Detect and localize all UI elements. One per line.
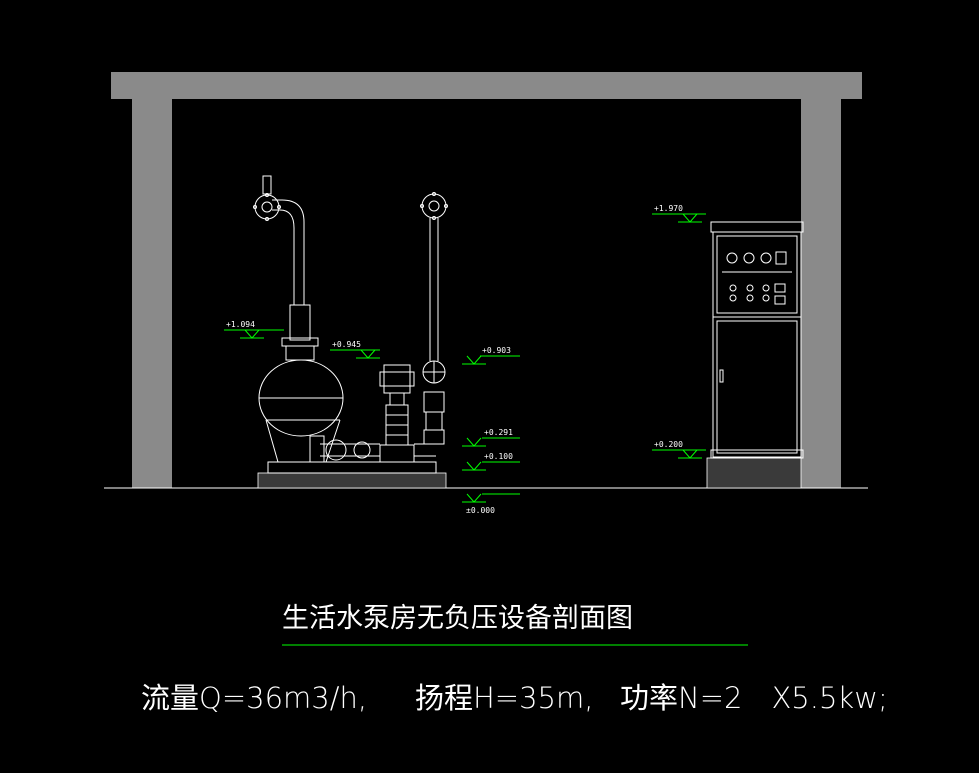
pump-assembly (309, 192, 448, 463)
elevation-cabinet-top: +1.970 (652, 204, 706, 223)
foundation-pads (257, 457, 802, 489)
pump-foundation (257, 472, 447, 489)
right-column (801, 99, 841, 488)
elevation-tank-top: +1.094 (224, 320, 284, 339)
suction-valve (325, 439, 347, 461)
elevation-label: +0.945 (332, 340, 361, 349)
elevation-label: +0.200 (654, 440, 683, 449)
elevation-cabinet-base: +0.200 (652, 440, 706, 459)
spec-flow: 流量Q=36m3/h, (141, 681, 367, 715)
spec-head: 扬程H=35m, (415, 681, 593, 715)
elevation-outlet-pipe: +0.903 (462, 346, 520, 365)
cabinet-handle (719, 369, 724, 383)
pump-motor (383, 364, 411, 394)
elevation-label: +0.903 (482, 346, 511, 355)
building-structure (104, 72, 868, 489)
elevation-floor: ±0.000 (462, 493, 520, 515)
elevation-valve: +0.291 (462, 428, 520, 447)
pressure-tank-assembly (253, 175, 437, 474)
spec-power: 功率N=2 X5.5kw; (620, 681, 888, 715)
elevation-label: ±0.000 (466, 506, 495, 515)
cabinet-foundation (706, 457, 802, 489)
elevation-label: +0.291 (484, 428, 513, 437)
left-column (132, 99, 172, 488)
elevation-label: +1.094 (226, 320, 255, 329)
elevation-label: +1.970 (654, 204, 683, 213)
roof-beam (111, 72, 862, 99)
inlet-flange (254, 194, 280, 220)
control-cabinet (710, 221, 804, 459)
elevation-markers: +1.094 +0.945 +0.903 +0.291 +0.100 ±0.000 +1.9… (224, 204, 706, 515)
elevation-label: +0.100 (484, 452, 513, 461)
outlet-flange (421, 193, 447, 219)
elevation-base: +0.100 (462, 452, 520, 471)
drawing-title: 生活水泵房无负压设备剖面图 (282, 603, 633, 634)
elevation-pump-top: +0.945 (330, 340, 380, 359)
